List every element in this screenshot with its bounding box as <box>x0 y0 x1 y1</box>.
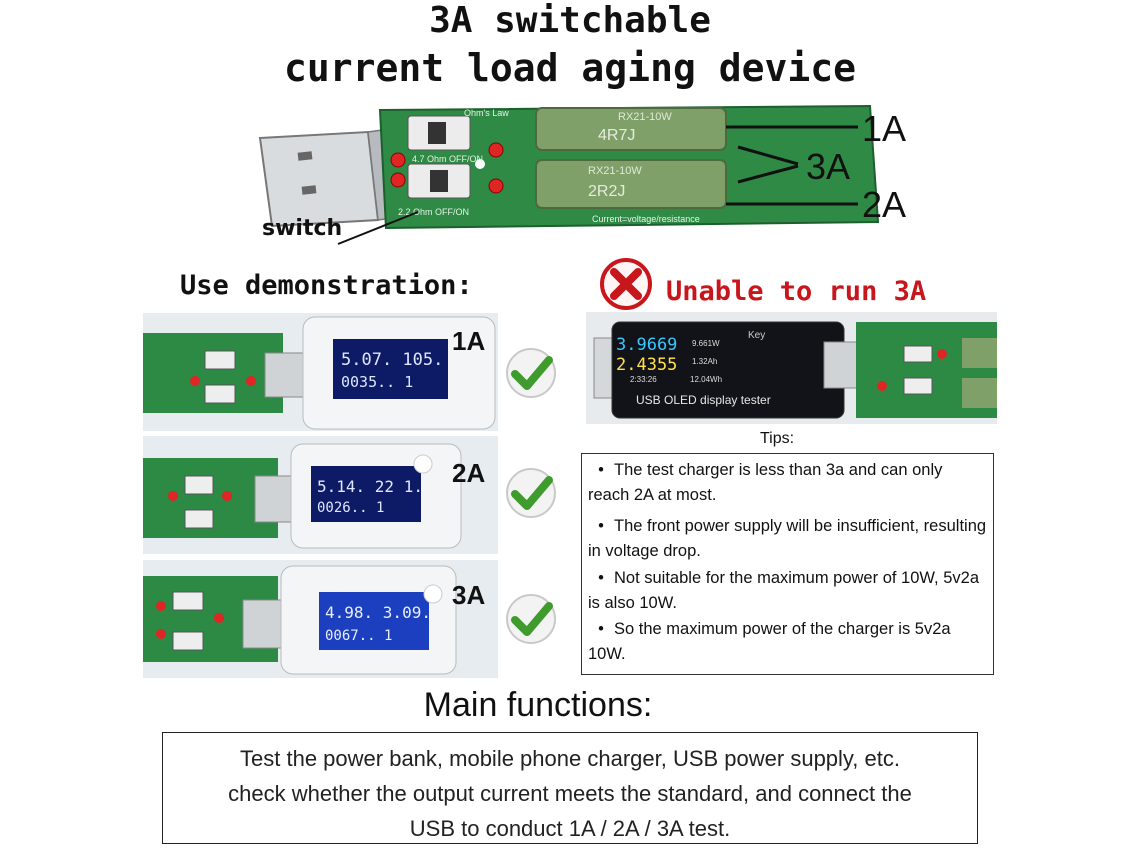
tip-item: •So the maximum power of the charger is … <box>588 617 988 667</box>
bullet: • <box>598 517 604 535</box>
tester-key-label: Key <box>748 330 765 341</box>
functions-text: Test the power bank, mobile phone charge… <box>163 741 977 846</box>
callout-2a: 2A <box>862 184 907 225</box>
bullet: • <box>598 620 604 638</box>
tips-title: Tips: <box>760 430 795 447</box>
meter-1a-line1: 5.07. 105. <box>341 350 443 370</box>
silk-4r7-label: 4.7 Ohm OFF/ON <box>412 154 483 164</box>
meter-3a-line2: 0067.. 1 <box>325 628 392 644</box>
check-icon <box>506 348 556 398</box>
callout-3a: 3A <box>806 146 851 187</box>
tip-text: The test charger is less than 3a and can… <box>588 461 943 504</box>
meter-1a-line2: 0035.. 1 <box>341 373 413 391</box>
tip-item: •The test charger is less than 3a and ca… <box>588 458 988 508</box>
silk-2r2-label: 2.2 Ohm OFF/ON <box>398 207 469 217</box>
tester-energy: 12.04Wh <box>690 375 722 384</box>
usb-tester-photo: Key 3.9669 2.4355 9.661W 1.32Ah 2:33:26 … <box>586 312 997 424</box>
tester-power: 9.661W <box>692 339 720 348</box>
tip-item: •Not suitable for the maximum power of 1… <box>588 566 988 616</box>
check-icon <box>506 468 556 518</box>
check-icon <box>506 594 556 644</box>
main-functions-heading: Main functions: <box>423 686 653 724</box>
tips-box: •The test charger is less than 3a and ca… <box>581 453 994 675</box>
tester-voltage: 3.9669 <box>616 335 677 355</box>
tester-capacity: 1.32Ah <box>692 357 717 366</box>
resistor-top-model: RX21-10W <box>618 111 672 123</box>
load-board-illustration: RX21-10W 4R7J RX21-10W 2R2J Ohm's Law 4.… <box>258 102 958 252</box>
title-line-2: current load aging device <box>284 46 856 90</box>
tester-time: 2:33:26 <box>630 375 657 384</box>
meter-3a-line1: 4.98. 3.09. <box>325 603 431 622</box>
functions-line: Test the power bank, mobile phone charge… <box>240 746 900 771</box>
demo-photo-1a: 5.07. 105. 0035.. 1 <box>143 313 498 431</box>
amp-label-1a: 1A <box>452 326 486 356</box>
meter-2a-line1: 5.14. 22 1. <box>317 477 423 496</box>
demo-photo-2a: 5.14. 22 1. 0026.. 1 <box>143 436 498 554</box>
callout-1a: 1A <box>862 108 907 149</box>
bullet: • <box>598 461 604 479</box>
functions-line: check whether the output current meets t… <box>228 781 912 806</box>
title-line-1: 3A switchable <box>429 0 711 41</box>
tip-item: •The front power supply will be insuffic… <box>588 514 988 564</box>
meter-2a-line2: 0026.. 1 <box>317 500 384 516</box>
switch-label: switch <box>262 216 343 241</box>
demo-photo-3a: 4.98. 3.09. 0067.. 1 <box>143 560 498 678</box>
tester-caption: USB OLED display tester <box>636 393 771 407</box>
tip-text: Not suitable for the maximum power of 10… <box>588 569 979 612</box>
functions-box: Test the power bank, mobile phone charge… <box>162 732 978 844</box>
silk-formula: Current=voltage/resistance <box>592 214 700 224</box>
usb-plug-icon <box>258 129 393 228</box>
tip-text: The front power supply will be insuffici… <box>588 517 987 560</box>
use-demonstration-heading: Use demonstration: <box>180 270 473 301</box>
unable-text: Unable to run 3A <box>666 276 927 307</box>
resistor-bottom-code: 2R2J <box>588 183 625 200</box>
functions-line: USB to conduct 1A / 2A / 3A test. <box>409 816 731 841</box>
cross-icon <box>600 258 652 310</box>
tip-text: So the maximum power of the charger is 5… <box>588 620 951 663</box>
amp-label-3a: 3A <box>452 580 486 610</box>
resistor-top-code: 4R7J <box>598 127 635 144</box>
silk-ohms-law: Ohm's Law <box>464 108 509 118</box>
resistor-bottom-model: RX21-10W <box>588 165 642 177</box>
bullet: • <box>598 569 604 587</box>
tester-current: 2.4355 <box>616 355 677 375</box>
amp-label-2a: 2A <box>452 458 486 488</box>
